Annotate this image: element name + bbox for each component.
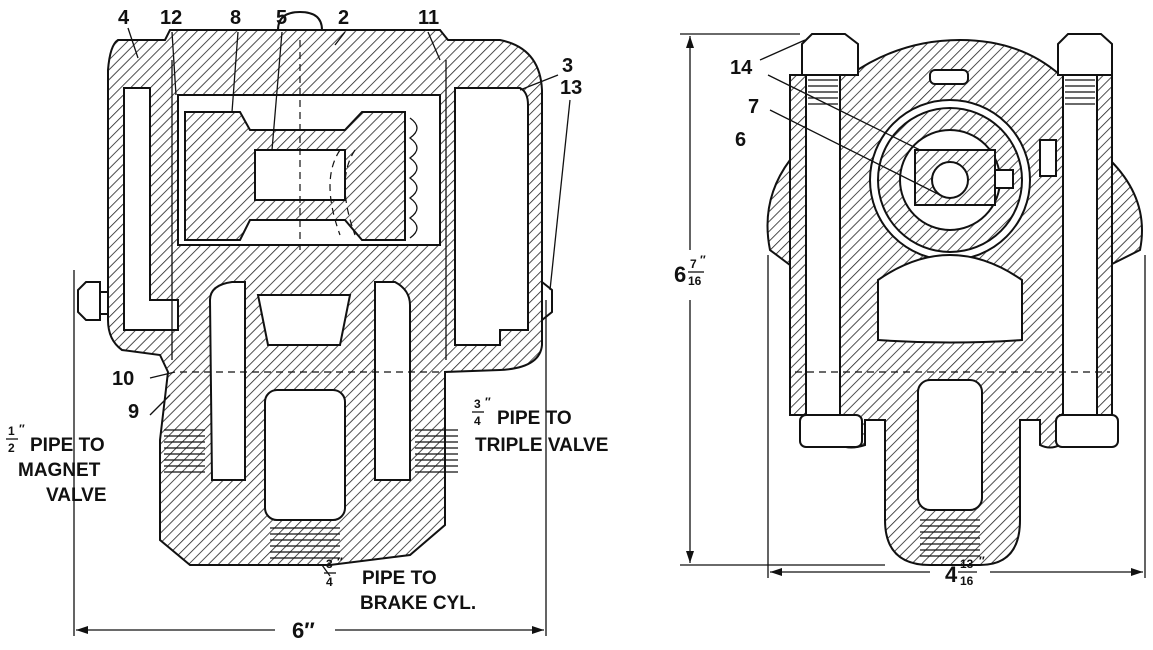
right-leader-lines bbox=[759, 39, 941, 196]
left-bolt-hole bbox=[805, 74, 841, 416]
part-number-4: 4 bbox=[118, 7, 130, 29]
part-number-3: 3 bbox=[562, 55, 573, 77]
svg-text:1: 1 bbox=[8, 424, 15, 438]
left-side-bolt-shank bbox=[99, 291, 109, 315]
part-number-2: 2 bbox=[338, 7, 349, 29]
part-number-6: 6 bbox=[735, 129, 746, 151]
right-side-bolt bbox=[541, 279, 553, 323]
part-number-8: 8 bbox=[230, 7, 241, 29]
right-sectional-view bbox=[759, 33, 1143, 566]
right-vertical-bore bbox=[374, 281, 411, 481]
coil-spring bbox=[408, 117, 418, 239]
svg-text:3: 3 bbox=[326, 557, 333, 571]
triple-valve-note: 3 4 ″ PIPE TO TRIPLE VALVE bbox=[472, 395, 608, 456]
left-width-dimension: 6″ bbox=[73, 270, 547, 643]
part-number-5: 5 bbox=[276, 7, 287, 29]
svg-text:TRIPLE VALVE: TRIPLE VALVE bbox=[475, 435, 608, 456]
svg-text:″: ″ bbox=[700, 253, 706, 267]
lower-thread bbox=[920, 519, 980, 557]
part-number-12: 12 bbox=[160, 7, 182, 29]
svg-text:7: 7 bbox=[690, 257, 697, 271]
part-number-11: 11 bbox=[418, 7, 439, 29]
magnet-valve-note: 1 2 ″ PIPE TO MAGNET VALVE bbox=[6, 422, 107, 506]
svg-text:16: 16 bbox=[960, 574, 974, 588]
svg-text:4: 4 bbox=[326, 575, 333, 589]
left-vertical-bore bbox=[208, 281, 246, 481]
slide-valve-port bbox=[931, 161, 969, 199]
top-cap-nut bbox=[276, 10, 324, 31]
top-slot bbox=[929, 69, 969, 85]
part-number-14: 14 bbox=[730, 57, 753, 79]
part-number-13: 13 bbox=[560, 77, 582, 99]
part-number-9: 9 bbox=[128, 401, 139, 423]
part-number-7: 7 bbox=[748, 96, 759, 118]
brake-bore-right bbox=[917, 379, 983, 511]
svg-text:6: 6 bbox=[674, 262, 686, 287]
left-bolt-nut bbox=[799, 414, 863, 448]
right-bolt-hole bbox=[1062, 74, 1098, 416]
left-bolt-head bbox=[801, 33, 859, 76]
right-bolt-nut bbox=[1055, 414, 1119, 448]
left-leader-lines bbox=[127, 27, 571, 416]
central-passage bbox=[256, 294, 352, 346]
svg-text:″: ″ bbox=[979, 554, 985, 568]
svg-text:″: ″ bbox=[485, 395, 491, 409]
left-port-cavity bbox=[123, 87, 179, 331]
magnet-valve-thread bbox=[164, 429, 205, 473]
svg-text:BRAKE CYL.: BRAKE CYL. bbox=[360, 593, 476, 614]
brake-cylinder-bore bbox=[264, 389, 346, 521]
svg-text:4: 4 bbox=[474, 414, 481, 428]
right-side-bulge-left bbox=[766, 156, 791, 267]
svg-text:13: 13 bbox=[960, 557, 974, 571]
brake-cylinder-thread bbox=[270, 527, 340, 559]
left-sectional-view bbox=[77, 10, 571, 566]
right-bolt-thread bbox=[1065, 79, 1095, 105]
svg-text:PIPE TO: PIPE TO bbox=[362, 568, 437, 589]
svg-text:MAGNET: MAGNET bbox=[18, 460, 101, 481]
svg-text:PIPE TO: PIPE TO bbox=[497, 408, 572, 429]
triple-valve-thread bbox=[415, 429, 458, 473]
left-bolt-thread bbox=[808, 79, 838, 105]
svg-text:4: 4 bbox=[945, 562, 958, 587]
svg-text:2: 2 bbox=[8, 441, 15, 455]
right-bolt-head bbox=[1057, 33, 1113, 76]
svg-text:16: 16 bbox=[688, 274, 702, 288]
svg-text:VALVE: VALVE bbox=[46, 485, 107, 506]
right-height-dimension: 6 7 16 ″ bbox=[674, 33, 885, 566]
right-port-cavity bbox=[454, 87, 529, 346]
svg-text:″: ″ bbox=[337, 555, 343, 569]
svg-text:PIPE TO: PIPE TO bbox=[30, 435, 105, 456]
right-width-dimension: 4 13 16 ″ bbox=[767, 255, 1146, 588]
left-width-dim-label: 6″ bbox=[292, 618, 315, 643]
side-slot bbox=[1039, 139, 1057, 177]
right-side-bulge-right bbox=[1109, 157, 1143, 267]
brake-cylinder-note: 3 4 ″ PIPE TO BRAKE CYL. bbox=[321, 555, 476, 614]
lower-arch-cavity bbox=[877, 254, 1023, 344]
slide-valve-stem bbox=[994, 169, 1014, 189]
part-number-10: 10 bbox=[112, 368, 134, 390]
left-side-bolt bbox=[77, 281, 101, 321]
svg-text:″: ″ bbox=[19, 422, 25, 436]
svg-text:3: 3 bbox=[474, 397, 481, 411]
